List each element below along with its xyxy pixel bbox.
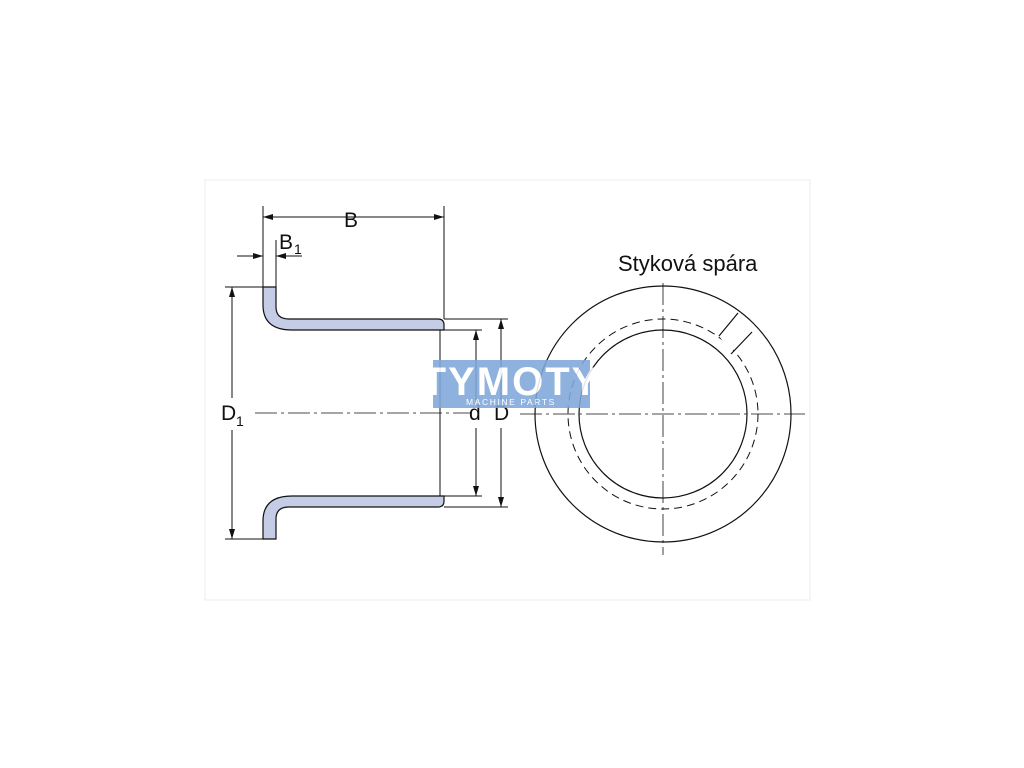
dimension-D1 — [225, 286, 263, 540]
joint-gap-mask — [719, 313, 752, 352]
label-D1-subscript: 1 — [236, 413, 244, 429]
watermark-sub: MACHINE PARTS — [466, 397, 556, 407]
label-D1: D — [221, 402, 236, 425]
joint-gap-edge-2 — [730, 331, 753, 355]
label-B1: B — [279, 231, 293, 254]
watermark-main: TYMOTY — [422, 360, 601, 404]
drawing-border — [204, 179, 811, 601]
label-d: d — [469, 402, 481, 425]
end-view — [520, 283, 805, 555]
label-D1-main: D — [221, 402, 236, 425]
watermark: TYMOTY MACHINE PARTS — [422, 360, 601, 408]
label-B: B — [344, 209, 358, 232]
label-B1-main: B — [279, 231, 293, 254]
watermark-background — [433, 360, 590, 408]
dimension-B — [262, 206, 445, 319]
joint-gap-edge-1 — [718, 312, 739, 337]
label-B1-subscript: 1 — [294, 241, 302, 257]
section-wall-top — [262, 286, 445, 331]
section-wall-bottom — [262, 495, 445, 540]
dimension-D — [444, 318, 508, 508]
caption-joint-gap: Styková spára — [618, 251, 758, 276]
dimension-B1 — [237, 240, 302, 287]
